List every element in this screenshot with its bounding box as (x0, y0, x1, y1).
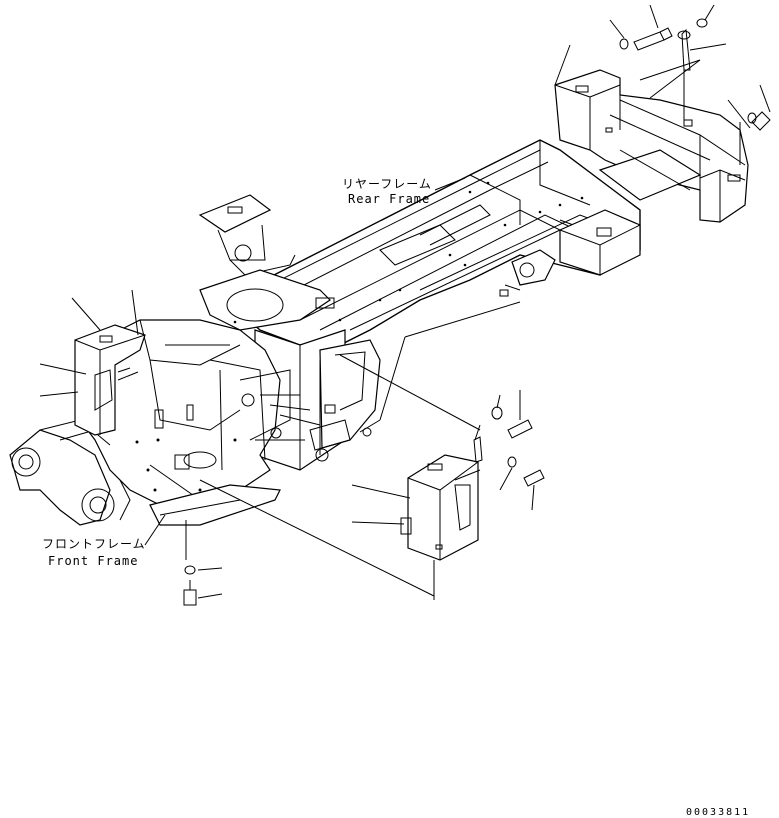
front-left-box (39, 289, 146, 436)
lower-right-box (199, 301, 545, 600)
front-frame (9, 319, 321, 526)
rear-frame-label: リヤーフレーム Rear Frame (342, 177, 466, 206)
bolt-hardware (619, 18, 771, 131)
rear-frame-label-jp: リヤーフレーム (342, 177, 432, 191)
rear-frame (198, 139, 641, 471)
front-frame-label: フロントフレーム Front Frame (42, 514, 166, 568)
rear-frame-label-en: Rear Frame (348, 192, 430, 206)
front-frame-label-jp: フロントフレーム (42, 537, 146, 551)
drawing-number: 00033811 (686, 807, 750, 818)
rear-counterweight (554, 4, 771, 223)
front-bolt (183, 520, 223, 606)
front-frame-label-en: Front Frame (48, 554, 138, 568)
